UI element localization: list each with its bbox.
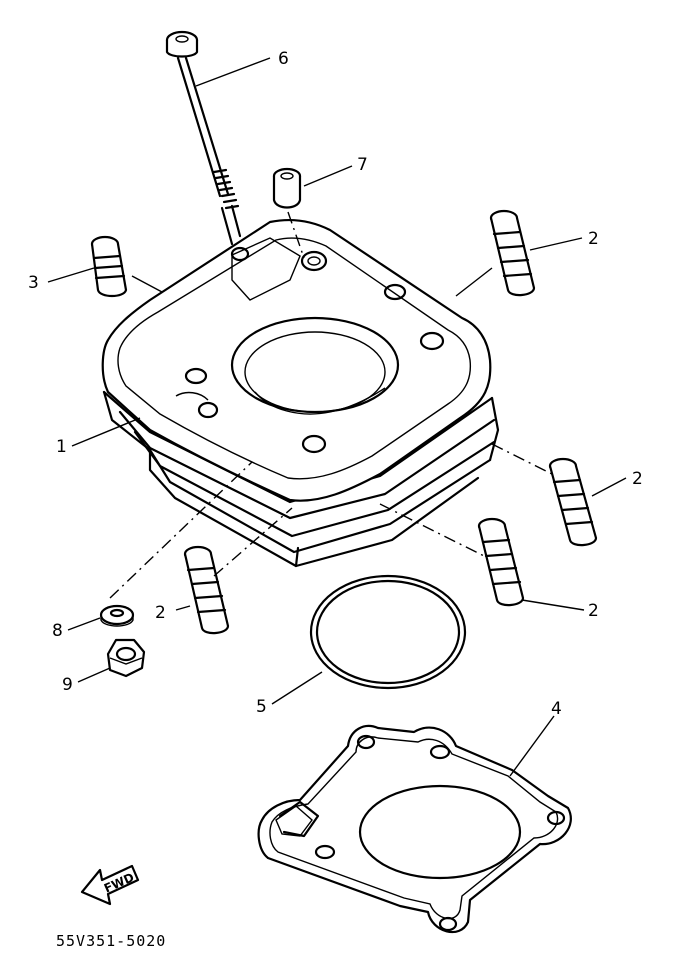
- callout-dowel-pin-upper-right: 2: [588, 229, 599, 249]
- dowel-pin-right: [548, 457, 598, 547]
- cylinder: [101, 219, 500, 568]
- dowel-pin-lower-left: [183, 545, 230, 635]
- callout-dowel-pin-lower-right: 2: [588, 601, 599, 621]
- callout-dowel-pin-lower-left: 2: [155, 603, 166, 623]
- callout-washer: 8: [52, 621, 63, 641]
- cylinder-stud-holes: [175, 246, 445, 454]
- callout-sleeve: 7: [357, 155, 368, 175]
- bolt-thread: [212, 168, 240, 210]
- gasket-bore: [358, 784, 522, 880]
- o-ring: [309, 574, 467, 690]
- callout-gasket: 4: [551, 699, 562, 719]
- dowel-pin-upper-left: [90, 235, 128, 298]
- centerline-pin-lower-right: [379, 503, 485, 557]
- part-code: 55V351-5020: [56, 932, 166, 950]
- sleeve: [272, 167, 305, 259]
- centerline-pin-lower-left: [213, 507, 293, 577]
- bolt: [165, 30, 242, 246]
- gasket: [257, 724, 572, 933]
- callout-cylinder: 1: [56, 437, 67, 457]
- dowel-pin-upper-right: [489, 209, 536, 297]
- nut: [106, 638, 146, 678]
- callout-nut: 9: [62, 675, 73, 695]
- centerline-pin-right: [491, 443, 557, 477]
- callout-dowel-pin-right: 2: [632, 469, 643, 489]
- dowel-pin-lower-right: [477, 517, 525, 607]
- centerline-washer: [109, 461, 253, 599]
- callout-dowel-pin-upper-left: 3: [28, 273, 39, 293]
- fwd-arrow-icon: FWD: [80, 864, 140, 906]
- callout-o-ring: 5: [256, 697, 267, 717]
- cylinder-fins: [102, 390, 500, 568]
- leader-lines: [47, 57, 627, 777]
- callout-bolt: 6: [278, 49, 289, 69]
- washer: [99, 604, 135, 627]
